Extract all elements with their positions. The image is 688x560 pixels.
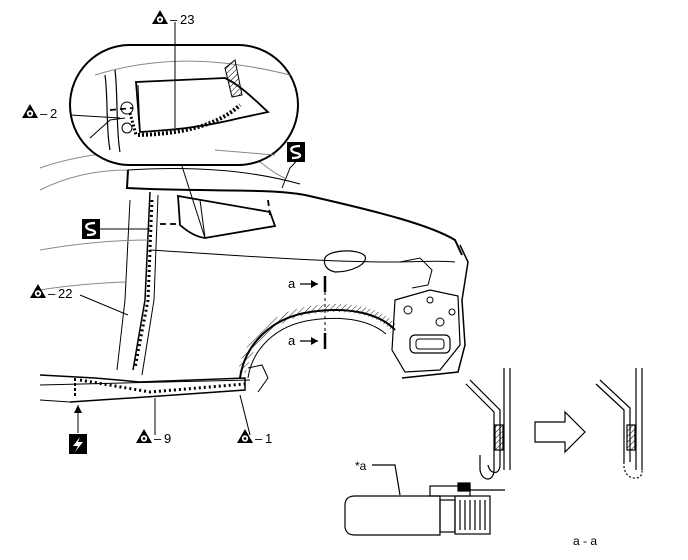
section-mark-lower: a <box>288 333 327 349</box>
section-mark-upper: a <box>288 276 327 292</box>
callout-1-label: 1 <box>265 431 272 446</box>
callout-22: – 22 <box>30 284 72 301</box>
right-arrow-icon <box>534 410 586 454</box>
section-a-upper-label: a <box>288 276 296 291</box>
tool-star-label: *a <box>355 459 367 473</box>
car-body <box>39 148 469 403</box>
callout-23: – 23 <box>152 10 194 27</box>
callout-2: – 2 <box>22 104 57 121</box>
warning-triangle-dot-icon <box>22 104 38 118</box>
section-after <box>595 368 643 479</box>
leader-lines <box>69 22 306 436</box>
svg-text:–: – <box>170 12 178 27</box>
callout-23-label: 23 <box>180 12 194 27</box>
warning-triangle-dot-icon <box>30 284 46 298</box>
section-a-lower-label: a <box>288 333 296 348</box>
warning-triangle-dot-icon <box>237 429 253 443</box>
detail-bubble <box>69 44 299 239</box>
callout-9-label: 9 <box>164 431 171 446</box>
warning-triangle-dot-icon <box>136 429 152 443</box>
tool-illustration <box>344 464 505 536</box>
callout-2-label: 2 <box>50 106 57 121</box>
callout-1: – 1 <box>237 429 272 446</box>
sealer-beads-main <box>74 199 271 398</box>
arrow-head <box>74 405 82 413</box>
svg-text:–: – <box>40 106 48 121</box>
s-wave-symbol-icon <box>82 219 100 239</box>
s-wave-symbol-icon <box>287 142 305 162</box>
warning-triangle-dot-icon <box>152 10 168 24</box>
svg-text:–: – <box>255 431 263 446</box>
lightning-symbol-icon <box>69 434 87 454</box>
callout-9: – 9 <box>136 429 171 446</box>
section-caption: a - a <box>573 534 597 548</box>
section-before <box>465 368 511 480</box>
callout-22-label: 22 <box>58 286 72 301</box>
svg-text:–: – <box>48 286 56 301</box>
svg-text:–: – <box>154 431 162 446</box>
